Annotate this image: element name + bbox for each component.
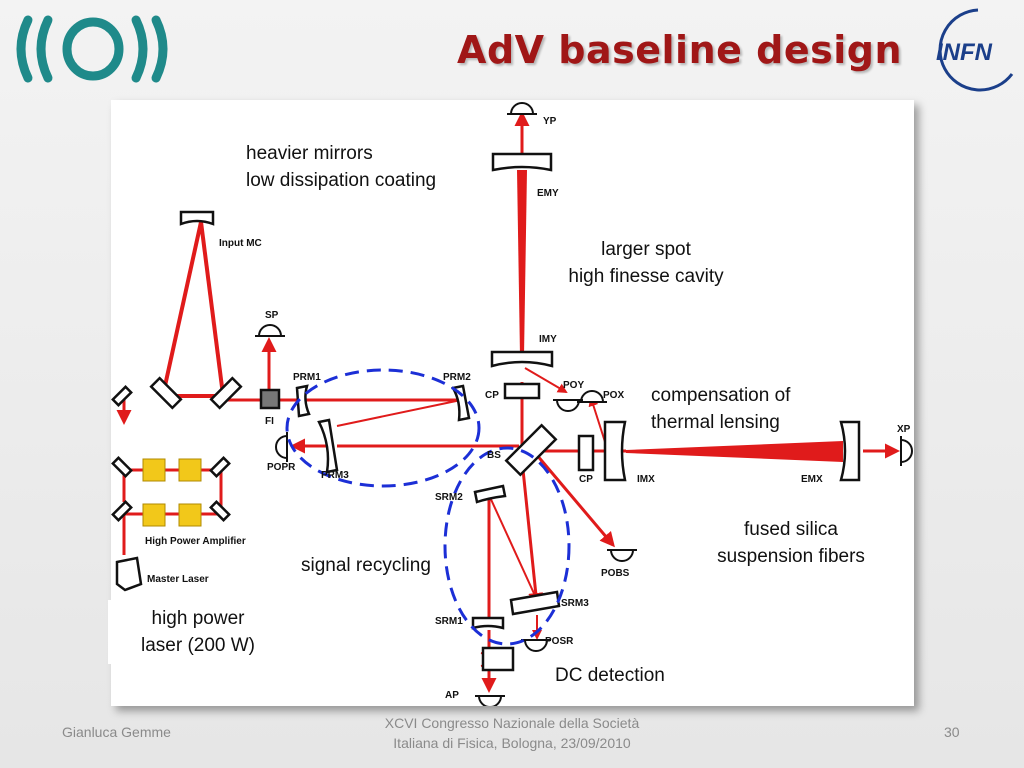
fi-isolator [259,388,281,410]
footer-author: Gianluca Gemme [62,724,171,740]
annotation-mirrors: heavier mirrors low dissipation coating [246,143,437,191]
amplifier-block-4 [178,503,202,527]
annotation-compensation: compensation of thermal lensing [651,385,791,433]
prm1-mirror [295,384,311,418]
annotation-dc-detection: DC detection [555,665,665,686]
master-laser [115,556,143,592]
label-high-power-amplifier: High Power Amplifier [145,536,246,547]
label-popr: POPR [267,462,296,473]
label-prm3: PRM3 [321,470,349,481]
pox-photodiode [579,390,605,403]
label-yp: YP [543,116,557,127]
input-mc-mirror [179,210,215,226]
y-arm-beam [517,170,527,356]
label-pox: POX [603,390,624,401]
posr-photodiode [523,639,549,652]
cp-x [577,434,595,472]
label-pobs: POBS [601,568,630,579]
infn-logo-text: INFN [936,39,993,66]
virgo-logo-icon [6,8,186,95]
poy-photodiode [555,399,581,412]
label-fi: FI [265,416,274,427]
emx-mirror [839,420,861,482]
yp-photodiode [509,102,535,115]
power-recycling-ellipse [285,368,481,488]
annotation-spot: larger spot high finesse cavity [568,239,724,287]
label-ap: AP [445,690,459,701]
label-prm2: PRM2 [443,372,471,383]
mc-mirror-right [209,376,243,410]
sp-photodiode [257,324,283,337]
label-xp: XP [897,424,911,435]
label-imy: IMY [539,334,557,345]
amplifier-block-2 [178,458,202,482]
annotation-signal-recycling: signal recycling [301,555,431,576]
amplifier-block-1 [142,458,166,482]
mc-mirror-left [149,376,183,410]
label-srm1: SRM1 [435,616,463,627]
label-emx: EMX [801,474,823,485]
optical-layout-diagram: YP EMY Input MC SP IMY PRM1 PRM2 CP POY … [111,102,913,706]
chain-mirror-2 [111,456,133,478]
label-cp-top: CP [485,390,499,401]
amplifier-block-3 [142,503,166,527]
label-imx: IMX [637,474,655,485]
xp-photodiode [900,438,913,464]
footer-page-number: 30 [944,724,960,740]
cp-y [503,382,541,400]
srm1-mirror [471,616,505,630]
signal-recycling-ellipse [443,446,571,646]
annotation-laser: high power laser (200 W) [140,608,256,656]
label-srm3: SRM3 [561,598,589,609]
srm2-mirror [473,484,507,504]
pobs-photodiode [609,549,635,562]
infn-logo-icon: INFN [924,4,1020,101]
label-srm2: SRM2 [435,492,463,503]
label-posr: POSR [545,636,574,647]
chain-mirror-4 [111,500,133,522]
footer-conference: XCVI Congresso Nazionale della Società I… [384,715,640,751]
chain-mirror-3 [209,456,231,478]
out-mirror [481,646,515,672]
label-cp-side: CP [579,474,593,485]
laser-annotation-box: high power laser (200 W) [108,600,288,664]
imx-mirror [603,420,627,482]
slide-title: AdV baseline design [457,28,902,72]
srm3-mirror [509,590,561,616]
emy-mirror [491,152,553,172]
label-input-mc: Input MC [219,238,262,249]
imy-mirror [490,350,554,368]
label-bs: BS [487,450,501,461]
label-master-laser: Master Laser [147,574,209,585]
prm2-mirror [451,384,471,422]
chain-mirror-5 [209,500,231,522]
x-arm-beam [626,441,843,462]
annotation-fibers: fused silica suspension fibers [717,519,865,567]
prm3-mirror [317,418,339,474]
label-prm1: PRM1 [293,372,321,383]
bs-mirror [504,423,558,477]
popr-photodiode [275,434,288,460]
label-sp: SP [265,310,279,321]
ap-photodiode [477,695,503,706]
label-emy: EMY [537,188,559,199]
label-poy: POY [563,380,584,391]
chain-mirror-1 [111,385,133,407]
